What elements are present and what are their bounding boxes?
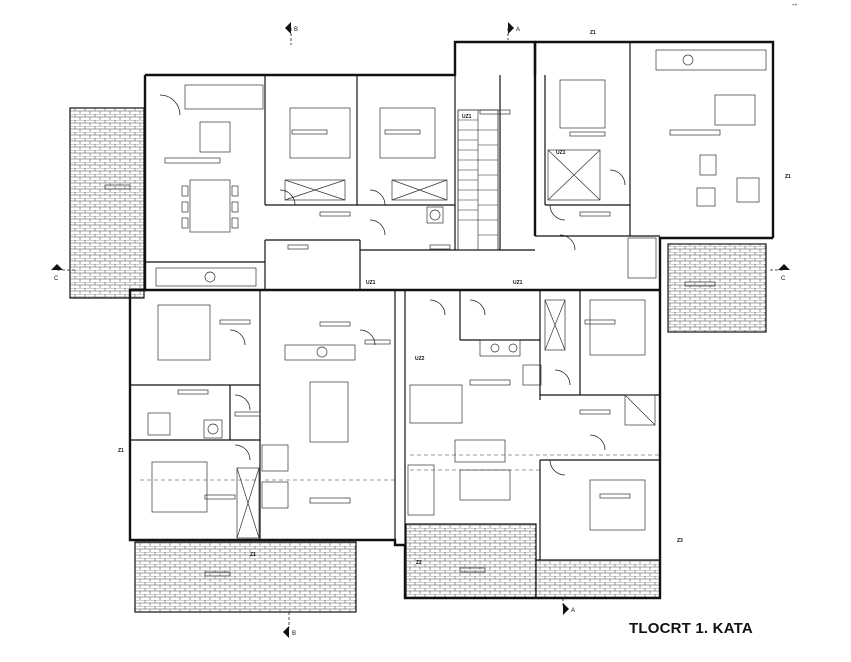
section-marker-b-top: B xyxy=(285,22,298,45)
furniture xyxy=(140,49,767,539)
section-marker-c-right: C xyxy=(770,264,790,282)
tag-uz1-mid-right: UZ1 xyxy=(513,280,523,286)
section-label-a-top: A xyxy=(516,27,520,33)
door-swings xyxy=(159,94,626,476)
tag-uz1-mid-left: UZ1 xyxy=(366,280,376,286)
terrace-bottom-far-right xyxy=(535,559,661,599)
corner-mark: -- xyxy=(792,0,798,9)
section-marker-a-top: A xyxy=(507,22,520,40)
terrace-bottom-left xyxy=(134,541,357,613)
drawing-title: TLOCRT 1. KATA xyxy=(629,620,753,637)
section-label-b-bottom: B xyxy=(292,631,296,637)
section-marker-a-bottom: A xyxy=(562,598,575,615)
section-label-c-left: C xyxy=(54,276,59,282)
staircase xyxy=(457,109,499,251)
tag-uz2: UZ2 xyxy=(415,356,425,362)
tag-uz1-right: UZ1 xyxy=(556,150,566,156)
room-labels xyxy=(104,109,721,577)
terrace-bottom-right xyxy=(405,523,537,599)
door-tags: UZ1 UZ1 UZ1 UZ1 UZ2 Z1 Z1 Z1 Z1 Z2 Z3 xyxy=(118,30,791,566)
terrace-right xyxy=(667,243,767,333)
tag-z1-bottom: Z1 xyxy=(250,552,256,558)
tag-z1-top: Z1 xyxy=(590,30,596,36)
section-label-b-top: B xyxy=(294,27,298,33)
tag-z1-right: Z1 xyxy=(785,174,791,180)
tag-uz1-stair: UZ1 xyxy=(462,114,472,120)
section-marker-c-left: C xyxy=(51,264,75,282)
tag-z2: Z2 xyxy=(416,560,422,566)
interior-walls xyxy=(130,42,660,560)
section-label-c-right: C xyxy=(781,276,786,282)
section-marker-b-bottom: B xyxy=(283,612,296,638)
tag-z3: Z3 xyxy=(677,538,683,544)
terrace-left xyxy=(69,107,145,299)
tag-z1-left: Z1 xyxy=(118,448,124,454)
section-label-a-bottom: A xyxy=(571,608,575,614)
